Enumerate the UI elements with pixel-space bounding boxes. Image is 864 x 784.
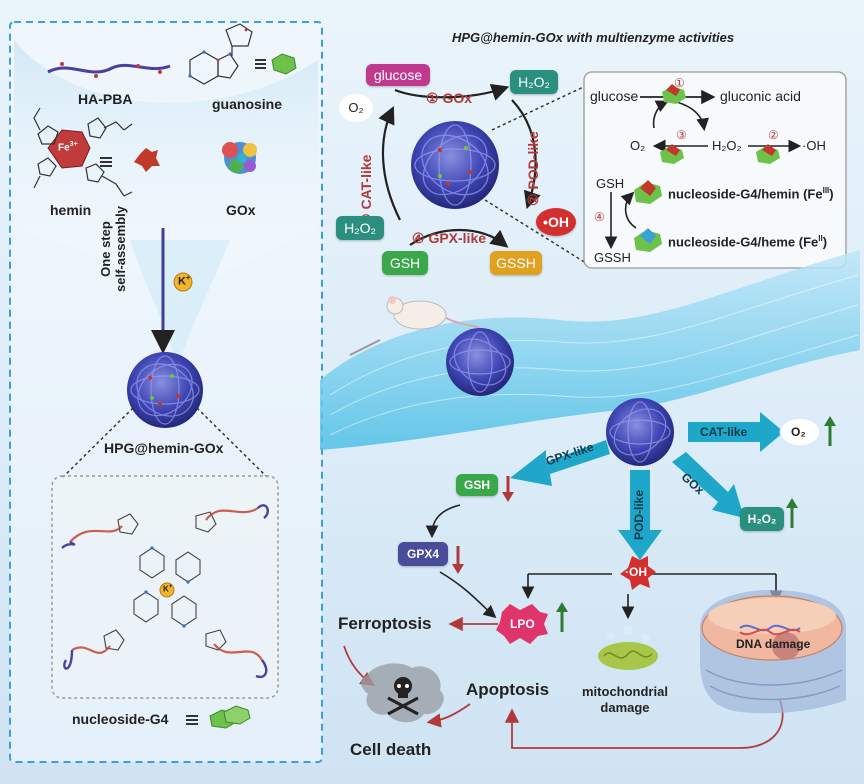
- nucleus-icon: [700, 590, 846, 714]
- bottom-cat-like-label: CAT-like: [700, 425, 748, 439]
- mech-o2: O₂: [630, 138, 646, 153]
- pod-like-arrow: [618, 470, 662, 560]
- mech-oh: ·OH: [802, 138, 826, 153]
- g4-quartet-structure-icon: [103, 511, 227, 651]
- cycle-gpx-like-label: ④ GPX-like: [412, 230, 487, 246]
- hpg-nanoparticle-icon: [127, 352, 203, 428]
- oh-burst-bottom: [620, 556, 656, 590]
- mech-gluconic-acid: gluconic acid: [720, 88, 801, 104]
- cycle-oh-burst: •OH: [536, 208, 576, 236]
- ha-pba-label: HA-PBA: [78, 91, 133, 107]
- mech-step1: ①: [674, 76, 685, 90]
- cell-death-label: Cell death: [350, 740, 432, 759]
- gox-label: GOx: [226, 202, 256, 218]
- mouse-icon: [349, 296, 491, 356]
- mech-hemin-fe3: nucleoside-G4/hemin (FeIII): [668, 186, 834, 202]
- k-ion-label: K+: [178, 275, 191, 288]
- mech-g4-heme-fe2-icon: [634, 228, 662, 252]
- cycle-gssh-pill: GSSH: [490, 251, 542, 275]
- gpx-like-arrow: [510, 440, 610, 486]
- center-nanoparticle-icon: [606, 398, 674, 466]
- mech-step4: ④: [594, 210, 605, 224]
- guanosine-green-hex-icon: [271, 53, 297, 75]
- cycle-pod-like-label: ② POD-like: [525, 131, 541, 206]
- mech-step2: ②: [768, 128, 779, 142]
- bottom-h2o2-pill: H₂O₂: [740, 507, 784, 531]
- cycle-nanoparticle-icon: [411, 121, 499, 209]
- bottom-oh-label: ·OH: [625, 565, 647, 579]
- bottom-gsh-pill: GSH: [456, 474, 498, 496]
- mech-h2o2: H₂O₂: [712, 138, 742, 153]
- cell-membrane-wave: [320, 250, 860, 450]
- figure-title: HPG@hemin-GOx with multienzyme activitie…: [452, 30, 735, 45]
- hemin-fe-label: Fe3+: [58, 141, 78, 154]
- hemin-red-star-icon: [134, 148, 160, 172]
- lpo-burst: [496, 604, 548, 644]
- bottom-lpo-label: LPO: [510, 617, 535, 631]
- cycle-glucose-pill: glucose: [366, 64, 430, 86]
- membrane-nanoparticle-icon: [446, 328, 514, 396]
- mitochondria-icon: [598, 625, 658, 670]
- g4-legend-icon: [209, 705, 251, 729]
- mech-heme-fe2: nucleoside-G4/heme (FeII): [668, 234, 828, 250]
- apoptosis-label: Apoptosis: [466, 680, 550, 699]
- guanosine-label: guanosine: [212, 96, 283, 112]
- g4-k-ion: [159, 582, 175, 598]
- mechanism-box: [583, 71, 847, 269]
- ha-pba-chain-icon: [47, 63, 171, 74]
- nanoparticle-label: HPG@hemin-GOx: [104, 440, 224, 456]
- mech-gsh: GSH: [596, 176, 625, 191]
- cycle-gox-label: ① GOx: [426, 90, 473, 106]
- mech-glucose: glucose: [590, 88, 639, 104]
- cat-like-arrow: [688, 412, 784, 452]
- mito-damage-label: mitochondrial damage: [582, 684, 668, 715]
- ferroptosis-label: Ferroptosis: [338, 614, 432, 633]
- bottom-o2-label: O₂: [791, 425, 806, 439]
- cycle-h2o2-left-pill: H₂O₂: [336, 216, 384, 240]
- hemin-label: hemin: [50, 202, 92, 218]
- gox-protein-icon: [222, 142, 257, 174]
- mech-g4-hemin-icon: [662, 84, 686, 104]
- mech-gssh: GSSH: [594, 250, 631, 265]
- bottom-gpx4-pill: GPX4: [398, 542, 448, 566]
- dna-damage-label: DNA damage: [736, 637, 811, 651]
- mech-g4-hemin-fe3-icon: [634, 180, 662, 204]
- hemin-structure-icon: [33, 107, 133, 197]
- cycle-o2-bubble: O₂: [339, 94, 373, 122]
- bottom-pod-like-label: POD-like: [632, 489, 646, 540]
- mech-g4-hemin-icon-3: [756, 144, 780, 164]
- o2-bubble: [779, 417, 821, 447]
- cycle-gsh-pill: GSH: [382, 251, 428, 275]
- g4-k-ion-label: K+: [163, 584, 173, 594]
- nucleoside-g4-label: nucleoside-G4: [72, 711, 169, 727]
- gox-arrow: [672, 452, 744, 518]
- mech-g4-hemin-icon-2: [660, 144, 684, 164]
- assembly-label: One step self-assembly: [98, 206, 128, 292]
- cycle-h2o2-top-pill: H₂O₂: [510, 70, 558, 94]
- mech-step3: ③: [676, 128, 687, 142]
- cell-death-icon: [361, 663, 444, 723]
- k-ion-bubble: [173, 272, 193, 292]
